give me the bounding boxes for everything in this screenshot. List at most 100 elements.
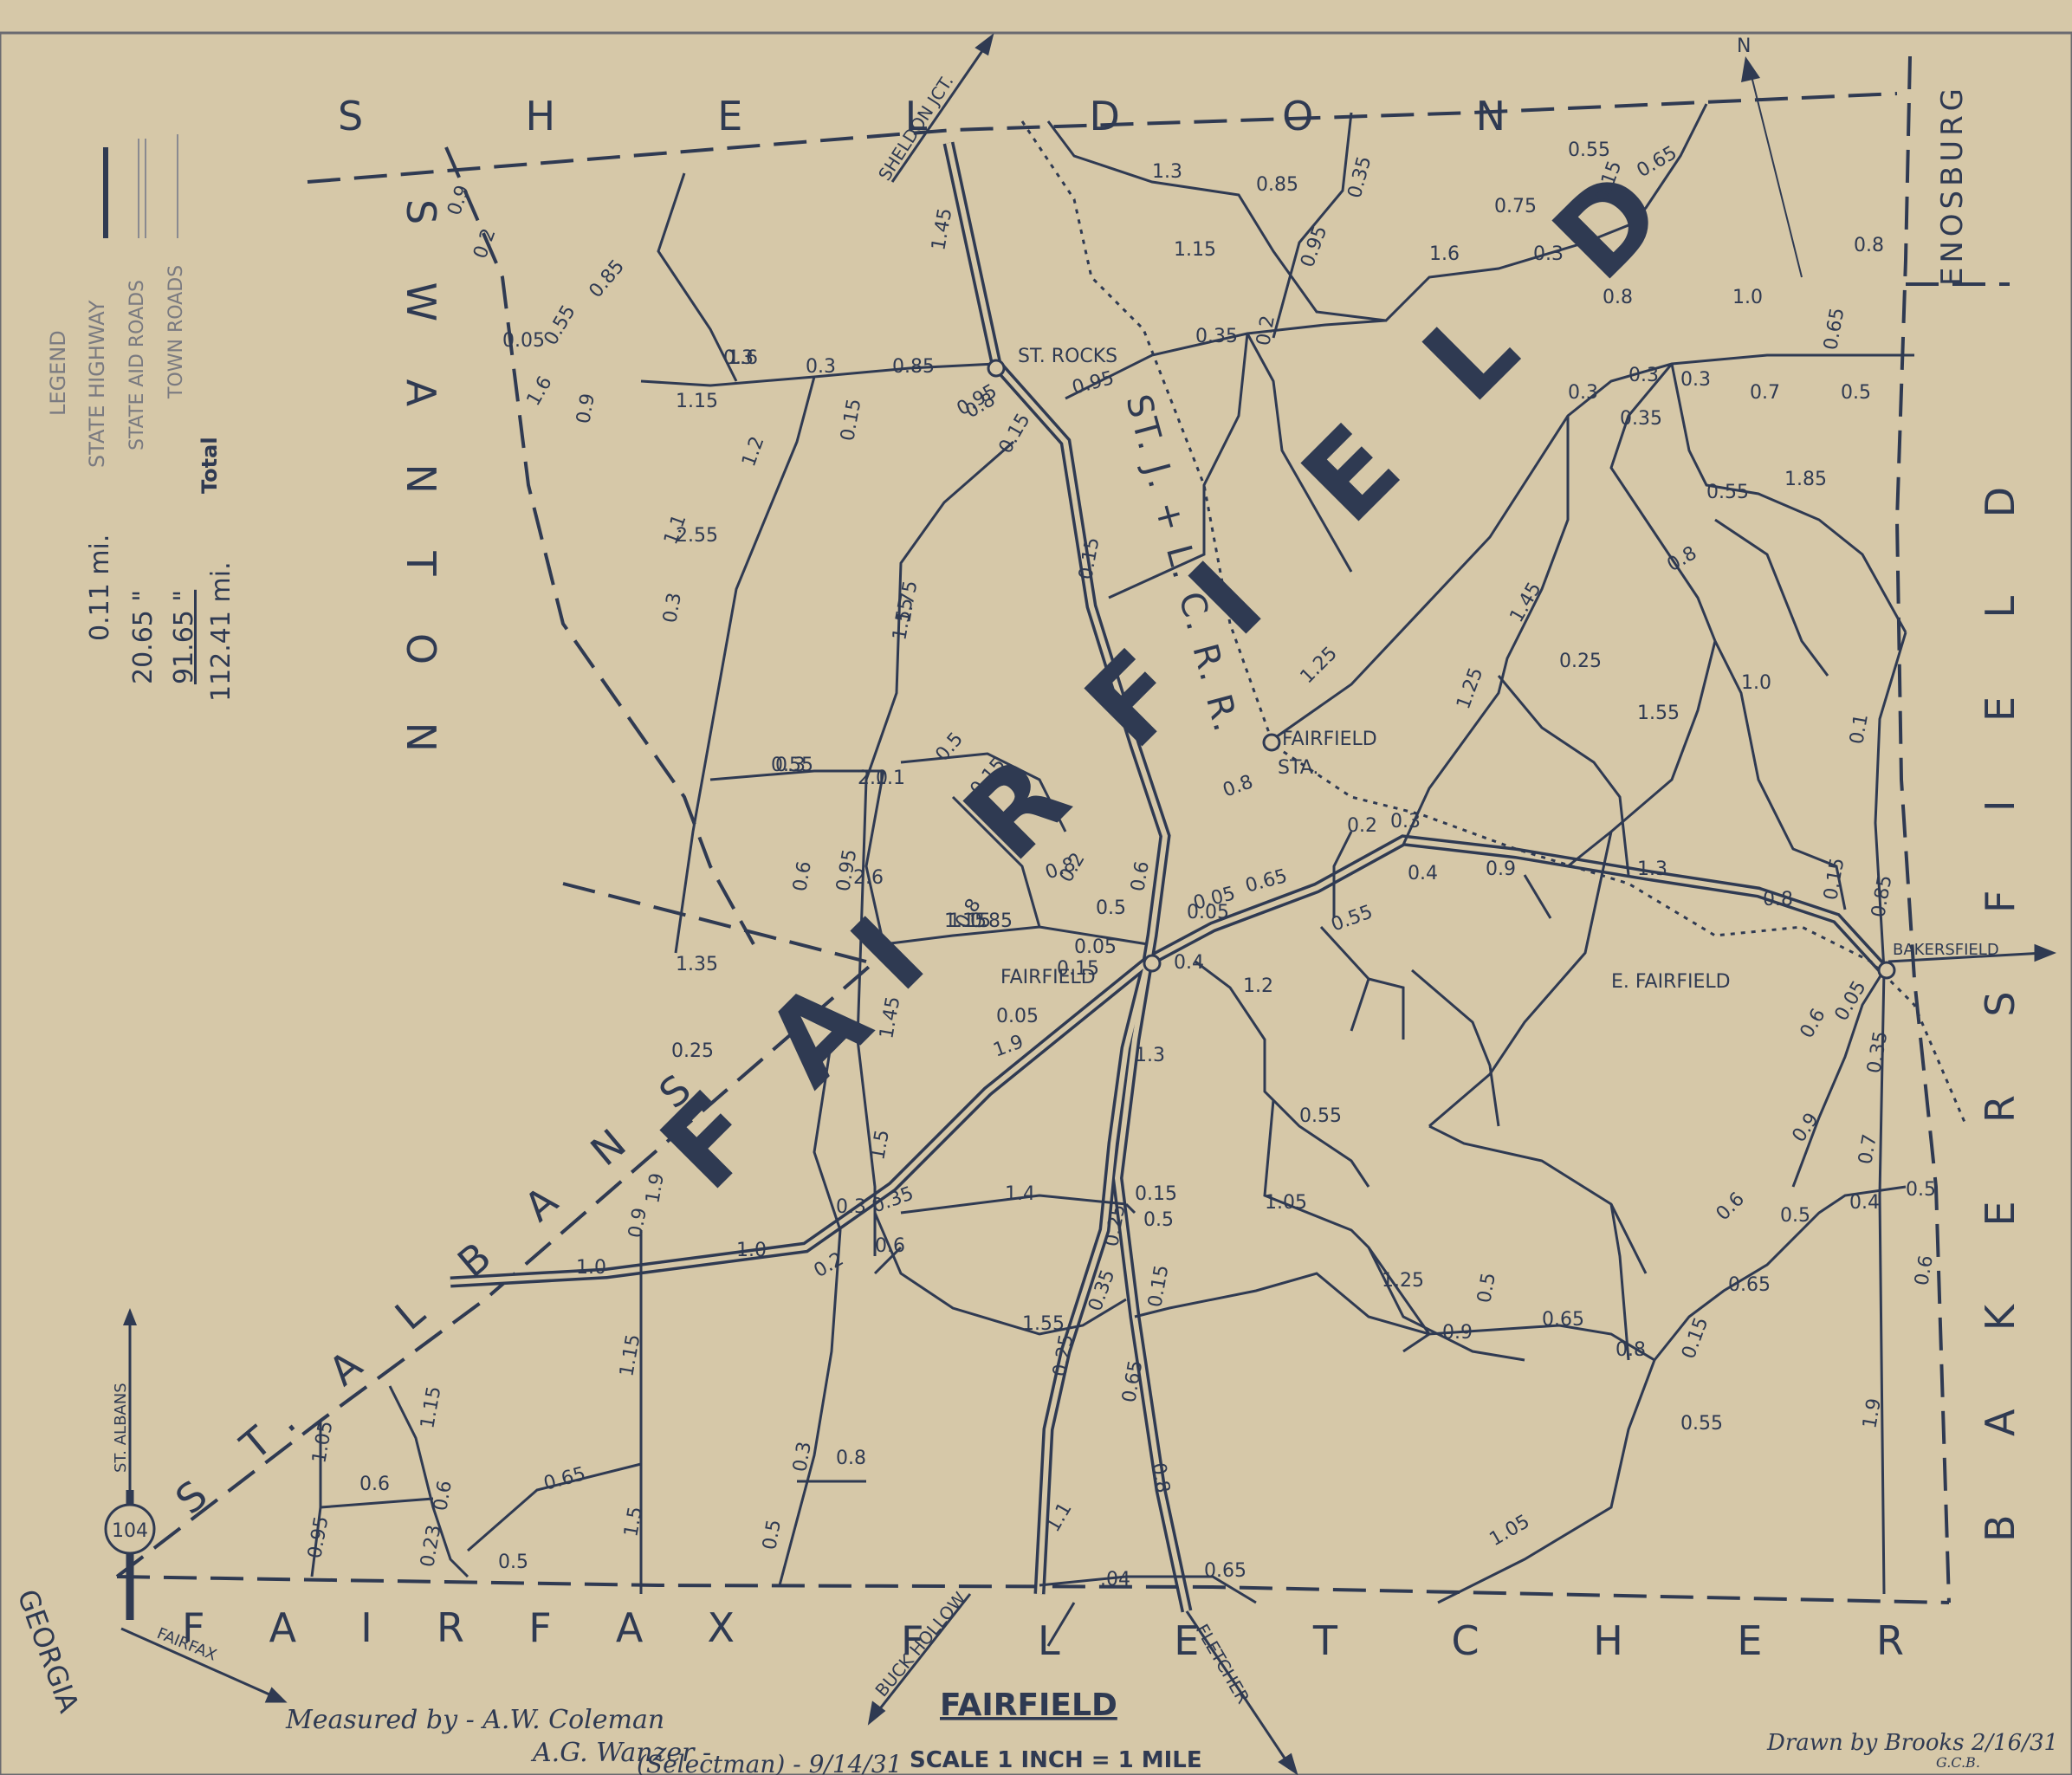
town-enosburg: ENOSBURG (1935, 87, 1970, 286)
mileage-label: 0.3 (836, 1196, 866, 1218)
mileage-label: 0.55 (1706, 482, 1749, 503)
mileage-label: 1.1 (875, 768, 905, 789)
mileage-label: 1.55 (1022, 1313, 1065, 1335)
mileage-label: 0.5 (759, 1518, 786, 1552)
mileage-label: 0.1 (1846, 712, 1873, 746)
mileage-label: 1.85 (1784, 469, 1827, 490)
legend-total-label: Total (197, 437, 222, 494)
mileage-label: 0.6 (359, 1474, 390, 1495)
mileage-label: 0.15 (1057, 958, 1099, 980)
mileage-label: 0.9 (573, 392, 599, 425)
state-aid-roads-inner (450, 142, 1887, 1612)
mileage-label: 0.5 (1473, 1271, 1500, 1305)
mileage-label: 0.8 (1603, 287, 1633, 308)
legend-highway-miles: 0.11 mi. (85, 534, 115, 641)
mileage-label: 0.25 (1559, 651, 1602, 672)
mileage-label: 0.4 (1174, 952, 1204, 974)
mileage-label: 1.05 (1265, 1192, 1307, 1214)
legend-title: LEGEND (46, 330, 70, 416)
exit-st-albans: ST. ALBANS (112, 1383, 130, 1473)
town-swanton: S W A N T O N (398, 199, 444, 754)
mileage-label: 0.75 (1494, 196, 1537, 217)
mileage-label: 0.85 (892, 356, 935, 378)
mileage-label: 0.55 (1568, 139, 1610, 161)
place-st-rocks: ST. ROCKS (1018, 346, 1117, 367)
mileage-label: 1.5 (620, 1505, 647, 1539)
mileage-label: 1.9 (642, 1171, 669, 1205)
place-bakersfield: BAKERSFIELD (1893, 941, 1999, 959)
mileage-label: 2.0 (858, 768, 888, 789)
mileage-label: 1.0 (736, 1240, 767, 1261)
mileage-label: 0.55 (771, 755, 813, 776)
mileage-label: 1.15 (1174, 239, 1216, 261)
mileage-label: 1.3 (1152, 161, 1182, 183)
exit-arrows (120, 33, 2057, 1775)
mileage-label: 0.8 (1147, 1461, 1174, 1495)
map-border (0, 31, 2072, 1775)
mileage-label: 1.2 (1243, 975, 1273, 997)
measured-by-2: A.G. Wanzer - (530, 1738, 711, 1768)
legend-total-miles: 112.41 mi. (206, 561, 236, 702)
mileage-label: 0.55 (1680, 1413, 1723, 1435)
mileage-label: 1.15 (944, 910, 987, 932)
mileage-label: 1.6 (1429, 243, 1460, 265)
drawn-by: Drawn by Brooks 2/16/31 (1766, 1730, 2058, 1756)
drawn-initials: G.C.B. (1936, 1754, 1980, 1771)
mileage-label: 1.0 (1741, 672, 1771, 694)
legend-stateaid-miles: 20.65 " (128, 590, 159, 684)
place-fairfield-sta: FAIRFIELD (1282, 729, 1377, 750)
mileage-label: 0.65 (1542, 1309, 1584, 1331)
mileage-label: 0.05 (502, 330, 545, 352)
mileage-label: 0.65 (1728, 1274, 1771, 1296)
place-fairfield: FAIRFIELD (1000, 967, 1096, 988)
mileage-label: 0.5 (1096, 897, 1126, 919)
route-number: 104 (112, 1520, 148, 1542)
mileage-label: 0.65 (1204, 1560, 1246, 1582)
mileage-label: 2.55 (676, 525, 718, 547)
mileage-label: 1.55 (1637, 703, 1680, 724)
legend: LEGEND STATE HIGHWAY STATE AID ROADS TOW… (46, 134, 236, 702)
mileage-label: 0.2 (1253, 314, 1279, 347)
place-e-fairfield: E. FAIRFIELD (1611, 971, 1731, 993)
mileage-label: 0.3 (659, 591, 686, 625)
legend-townroad-miles: 91.65 " (169, 590, 199, 684)
mileage-label: 0.35 (1620, 408, 1662, 430)
mileage-label: 0.7 (1750, 382, 1780, 404)
mileage-labels: 1.45 0.85 0.3 1.6 0.15 0.95 0.15 0.95 0.… (304, 139, 1938, 1590)
mileage-label: 1.6 (728, 347, 758, 369)
legend-town-roads: TOWN ROADS (165, 265, 187, 399)
mileage-label: 0.6 (875, 1235, 905, 1257)
mileage-label: 0.6 (430, 1479, 456, 1513)
mileage-label: 0.05 (1074, 936, 1117, 958)
mileage-label: 0.35 (1195, 326, 1238, 347)
legend-state-highway: STATE HIGHWAY (85, 300, 109, 468)
mileage-label: 1.0 (1732, 287, 1763, 308)
mileage-label: 1.5 (867, 1128, 894, 1162)
mileage-label: 0.6 (789, 859, 816, 893)
mileage-label: 0.9 (625, 1206, 651, 1240)
mileage-label: 1.15 (676, 391, 718, 412)
mileage-label: 1.25 (1382, 1270, 1424, 1292)
town-sheldon: S H E L D O N (338, 93, 1507, 139)
mileage-label: 0.3 (775, 755, 806, 776)
mileage-label: 0.3 (1533, 243, 1564, 265)
mileage-label: .04 (1100, 1569, 1130, 1590)
north-label: N (1737, 36, 1751, 57)
mileage-label: 0.15 (1135, 1183, 1177, 1205)
mileage-label: 0.5 (1906, 1179, 1936, 1201)
mileage-label: 0.9 (1486, 858, 1516, 880)
mileage-label: 1.15 (949, 910, 991, 932)
mileage-label: 0.3 (1390, 811, 1421, 832)
mileage-label: 1.3 (1637, 858, 1667, 880)
legend-state-aid: STATE AID ROADS (126, 280, 148, 450)
mileage-label: 0.55 (1299, 1105, 1342, 1127)
mileage-label: 2.6 (853, 867, 884, 889)
north-arrow: N (1737, 36, 1803, 278)
mileage-label: 0.3 (789, 1440, 816, 1474)
route-104-shield: 104 (104, 1503, 156, 1555)
credits: FAIRFIELD SCALE 1 INCH = 1 MILE Measured… (285, 1688, 2058, 1775)
selectman-date: (Selectman) - 9/14/31 (637, 1750, 903, 1775)
mileage-label: 0.9 (1442, 1322, 1473, 1344)
mileage-label: 0.5 (1143, 1209, 1174, 1231)
